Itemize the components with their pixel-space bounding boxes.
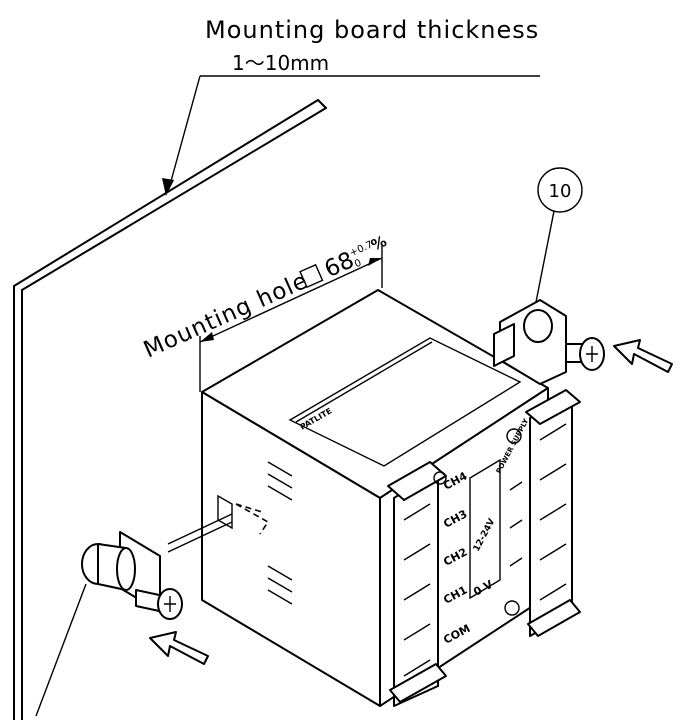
bracket-rod [167,513,233,553]
controller-unit: PATLITE CH4 CH3 [201,289,581,707]
board-thickness-range: 1～10mm [232,51,329,75]
terminal-screws [403,423,567,677]
mounting-hole-bottom-icon [504,600,520,616]
hole-dim-arrow-right [368,258,382,266]
mounting-board [13,99,327,721]
vent-slots [267,461,293,605]
callout-leader [535,210,555,303]
clip-bottom-left [389,663,447,703]
left-mounting-bracket [35,503,270,717]
arrow-right-assembly-icon [613,339,673,373]
bracket-leader-line [35,583,87,717]
right-bracket-knob [523,309,553,343]
square-symbol-icon [299,263,324,289]
hole-dim-arrow-left [200,332,214,342]
tolerance-unit: % [368,232,389,255]
clip-top-right [525,389,581,425]
top-label-area [288,337,522,467]
mounting-hole-top-icon [506,428,522,444]
hole-dim-line [199,257,383,343]
power-supply-box [469,458,501,600]
callout-number: 10 [549,181,572,202]
tolerance-lower: 0 [353,258,363,271]
board-thickness-title: Mounting board thickness [205,16,539,44]
right-terminal-block [529,395,573,637]
thickness-leader-arrow-line [167,75,201,193]
clip-bottom-right [527,599,581,637]
mounting-hole-left-icon [433,471,447,485]
thickness-leader-arrowhead [162,178,174,196]
insertion-dashed-arrow [235,503,270,535]
callout-circle [537,167,583,213]
clip-slot [217,494,233,530]
right-mounting-bracket [493,299,605,385]
arrow-left-assembly-icon [149,631,209,665]
